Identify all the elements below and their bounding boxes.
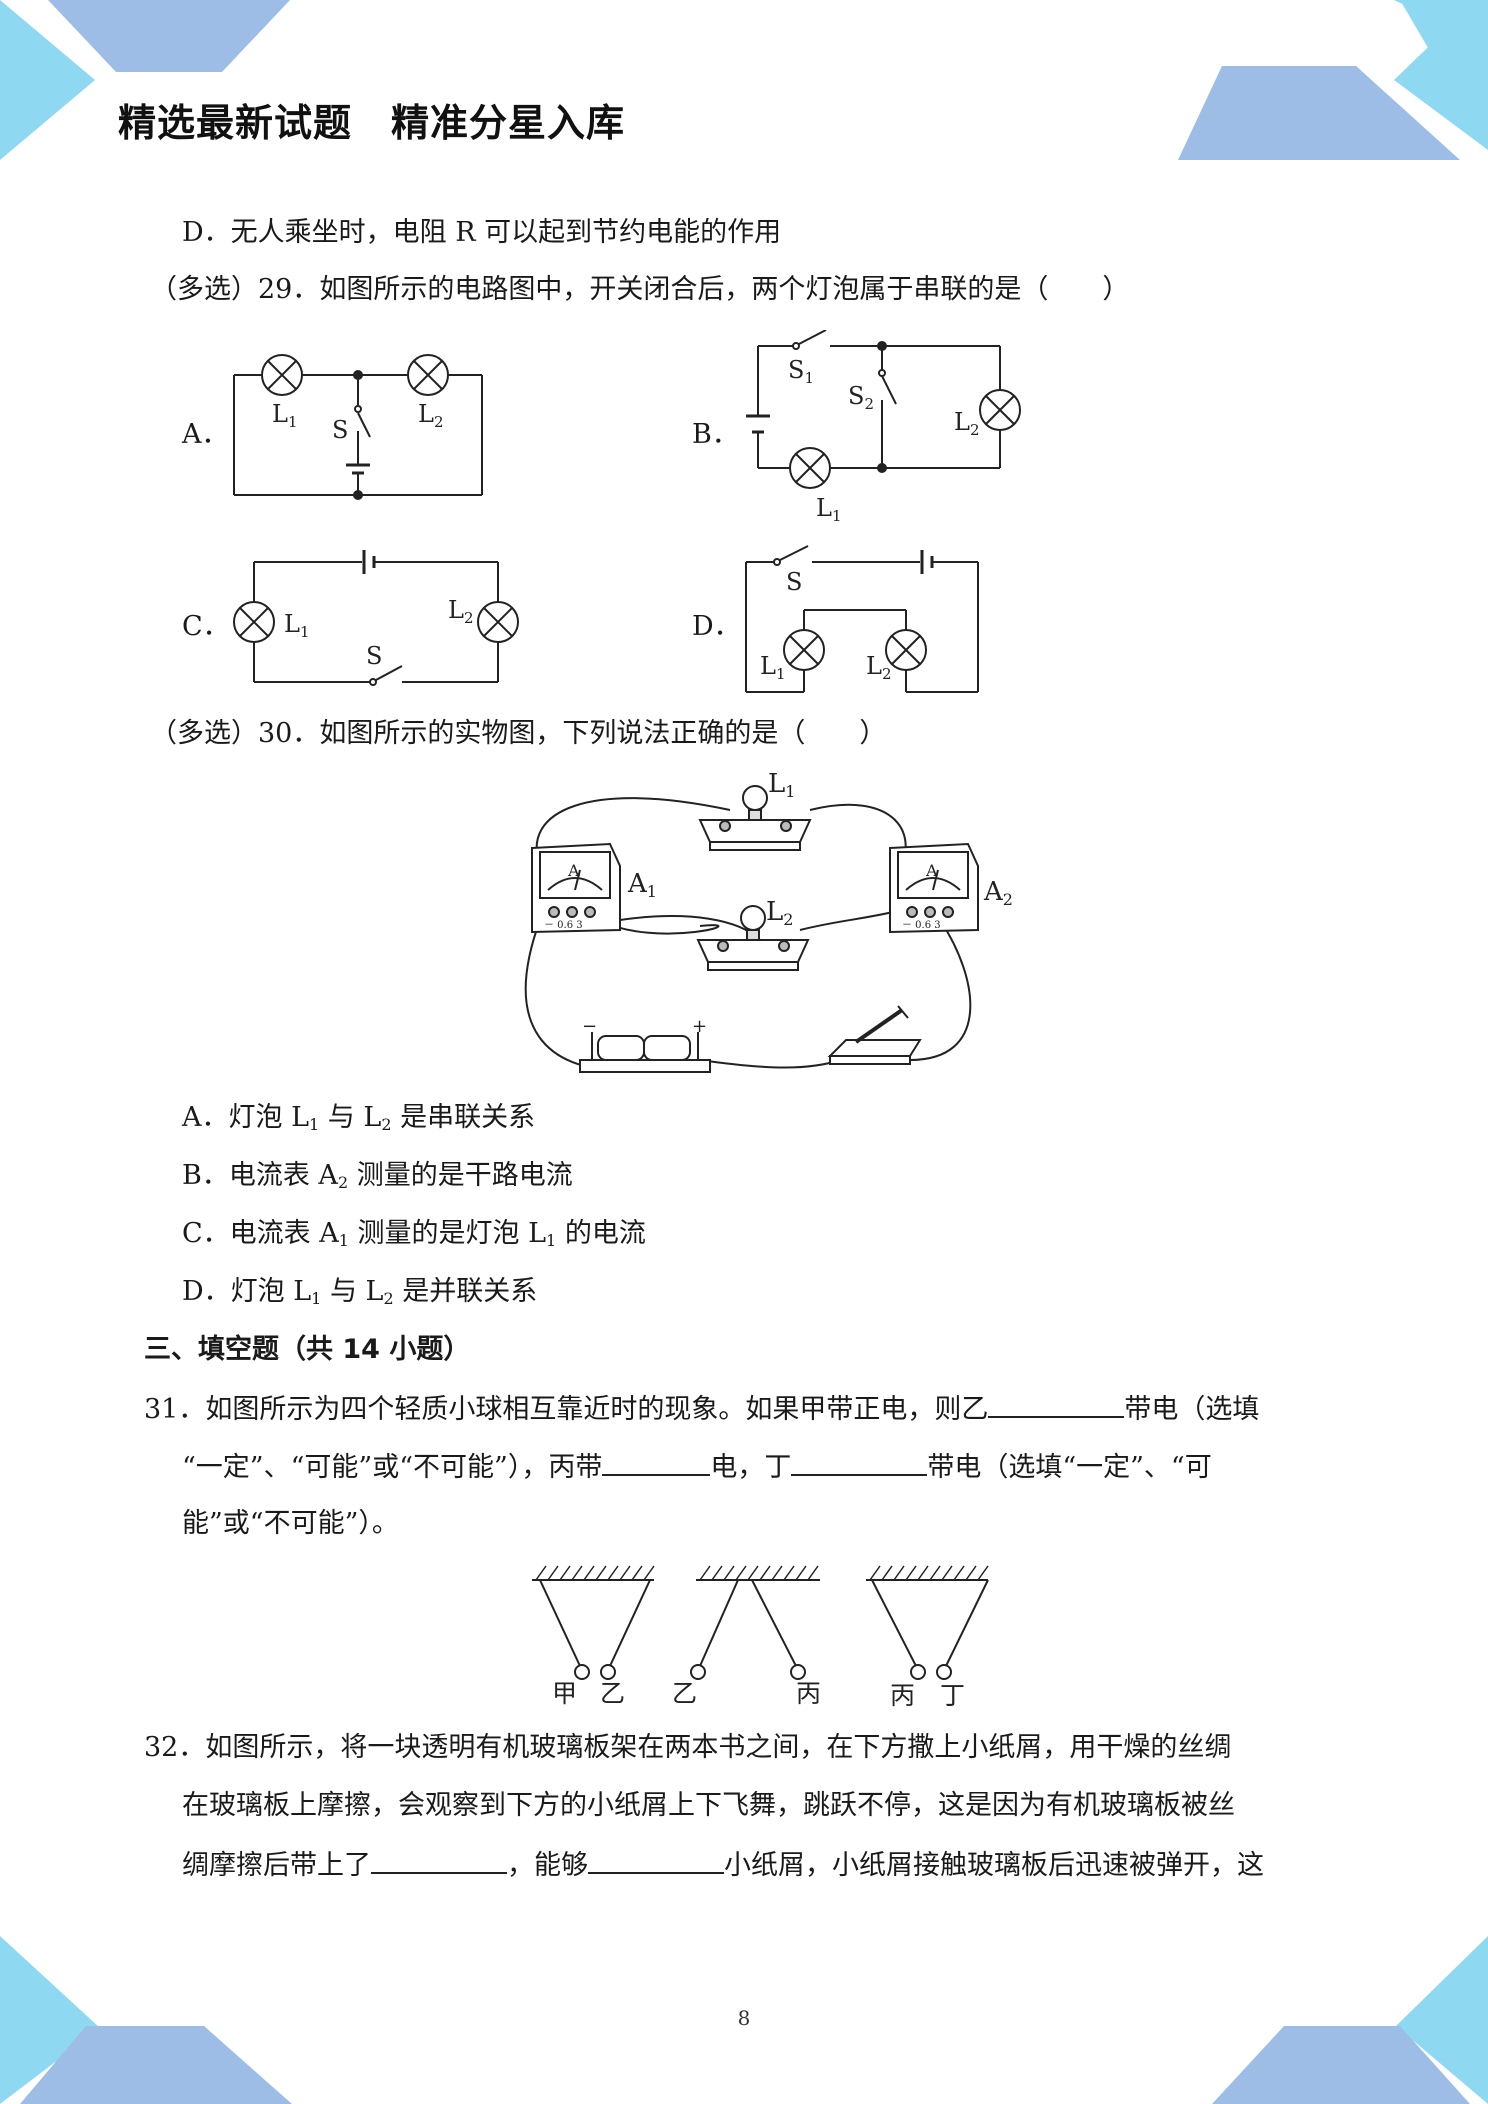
circuit-diagram-c: L1 L2 S <box>233 550 519 686</box>
lamp-l1-icon <box>233 601 275 643</box>
label-l2: L2 <box>766 897 793 929</box>
lamp-l1-icon <box>698 785 812 851</box>
lamp-l1-icon <box>261 354 303 396</box>
battery-holder-icon: − + <box>579 1016 711 1073</box>
svg-text:L1: L1 <box>816 494 841 525</box>
q31-blank-3 <box>791 1448 928 1476</box>
lamp-l2-icon <box>407 354 449 396</box>
q32-blank-2 <box>588 1846 724 1874</box>
lamp-l1-icon <box>783 629 825 671</box>
q31-line-1: 31．如图所示为四个轻质小球相互靠近时的现象。如果甲带正电，则乙带电（选填 <box>144 1390 1259 1428</box>
battery-icon <box>920 550 934 574</box>
svg-text:甲: 甲 <box>552 1679 577 1708</box>
svg-text:−: − <box>582 1016 597 1037</box>
lamp-l1-icon <box>789 447 831 489</box>
label-l1: L1 <box>768 770 795 801</box>
section-3-title: 三、填空题（共 14 小题） <box>144 1334 471 1365</box>
q30-option-b: B．电流表 A2 测量的是干路电流 <box>182 1160 573 1192</box>
knife-switch-icon <box>827 1005 922 1065</box>
q31-line-3: 能”或“不可能”）。 <box>182 1508 399 1539</box>
q29-option-c-label: C． <box>182 611 230 642</box>
lamp-l2-icon <box>477 601 519 643</box>
svg-text:乙: 乙 <box>600 1679 625 1708</box>
q31-blank-2 <box>602 1448 711 1476</box>
lamp-l2-icon <box>885 629 927 671</box>
svg-text:L2: L2 <box>866 652 891 683</box>
svg-text:L1: L1 <box>284 610 309 641</box>
charged-balls-figure: 甲 乙 乙 丙 丙 丁 <box>532 1565 989 1710</box>
q28-option-d: D．无人乘坐时，电阻 R 可以起到节约电能的作用 <box>182 217 782 248</box>
label-a1: A1 <box>627 869 657 901</box>
svg-text:L2: L2 <box>954 408 979 439</box>
circuit-diagram-d: S L1 L2 <box>745 545 979 693</box>
q29-stem: （多选）29．如图所示的电路图中，开关闭合后，两个灯泡属于串联的是（ ） <box>150 274 1130 305</box>
q30-option-a: A．灯泡 L1 与 L2 是串联关系 <box>182 1102 536 1134</box>
page-number: 8 <box>737 2006 751 2030</box>
switch-s-icon <box>369 665 403 686</box>
q30-stem: （多选）30．如图所示的实物图，下列说法正确的是（ ） <box>150 718 887 749</box>
switch-s-icon <box>773 545 809 566</box>
ammeter-a1-icon: A － 0.6 3 <box>531 842 621 934</box>
battery-icon <box>346 463 370 495</box>
svg-text:S: S <box>786 568 802 596</box>
circuit-diagram-b: S1 S2 L2 L1 <box>746 330 1021 525</box>
q32-blank-1 <box>371 1846 507 1874</box>
q32-line-2: 在玻璃板上摩擦，会观察到下方的小纸屑上下飞舞，跳跃不停，这是因为有机玻璃板被丝 <box>182 1790 1235 1821</box>
q30-option-c: C．电流表 A1 测量的是灯泡 L1 的电流 <box>182 1218 646 1250</box>
switch-s-icon <box>354 375 371 465</box>
corner-decoration-top-right <box>1178 0 1488 160</box>
switch-s2-icon <box>878 346 897 468</box>
q29-option-b-label: B． <box>692 419 739 450</box>
svg-text:丙: 丙 <box>796 1679 821 1708</box>
svg-text:－ 0.6 3: － 0.6 3 <box>902 920 941 931</box>
svg-text:L1: L1 <box>760 652 785 683</box>
svg-text:S: S <box>332 416 348 444</box>
q32-line-3: 绸摩擦后带上了，能够小纸屑，小纸屑接触玻璃板后迅速被弹开，这 <box>182 1846 1264 1884</box>
q29-option-d-label: D． <box>692 611 741 642</box>
svg-text:乙: 乙 <box>672 1679 697 1708</box>
q31-line-2: “一定”、“可能”或“不可能”），丙带电，丁带电（选填“一定”、“可 <box>182 1448 1212 1486</box>
battery-icon <box>362 550 376 574</box>
svg-text:丁: 丁 <box>940 1681 965 1710</box>
physical-circuit-figure: A － 0.6 3 A － 0.6 3 − + L1 L2 A1 A2 <box>524 770 1013 1073</box>
lamp-l2-icon <box>696 905 810 971</box>
lamp-l2-icon <box>979 389 1021 431</box>
svg-text:A: A <box>925 861 938 880</box>
q32-line-1: 32．如图所示，将一块透明有机玻璃板架在两本书之间，在下方撒上小纸屑，用干燥的丝… <box>144 1732 1232 1763</box>
svg-text:L1: L1 <box>272 400 297 431</box>
header-title: 精选最新试题 精准分星入库 <box>118 101 626 145</box>
svg-text:L2: L2 <box>418 400 443 431</box>
corner-decoration-bottom-right <box>1212 1936 1488 2104</box>
corner-decoration-bottom-left <box>0 1936 292 2104</box>
ammeter-a2-icon: A － 0.6 3 <box>889 842 979 934</box>
circuit-diagram-a: L1 L2 S <box>233 354 483 500</box>
label-a2: A2 <box>983 877 1013 909</box>
q31-blank-1 <box>988 1390 1125 1418</box>
switch-s1-icon <box>792 330 827 350</box>
svg-text:S2: S2 <box>848 382 874 413</box>
corner-decoration-top-left <box>0 0 290 170</box>
svg-text:S1: S1 <box>788 356 814 387</box>
q30-option-d: D．灯泡 L1 与 L2 是并联关系 <box>182 1276 538 1308</box>
svg-text:+: + <box>692 1016 707 1037</box>
battery-icon <box>746 414 770 434</box>
svg-text:L2: L2 <box>448 596 473 627</box>
svg-text:A: A <box>567 861 580 880</box>
svg-text:丙: 丙 <box>890 1681 915 1710</box>
svg-text:S: S <box>366 642 382 670</box>
svg-text:－ 0.6 3: － 0.6 3 <box>544 920 583 931</box>
q29-option-a-label: A． <box>182 419 229 450</box>
